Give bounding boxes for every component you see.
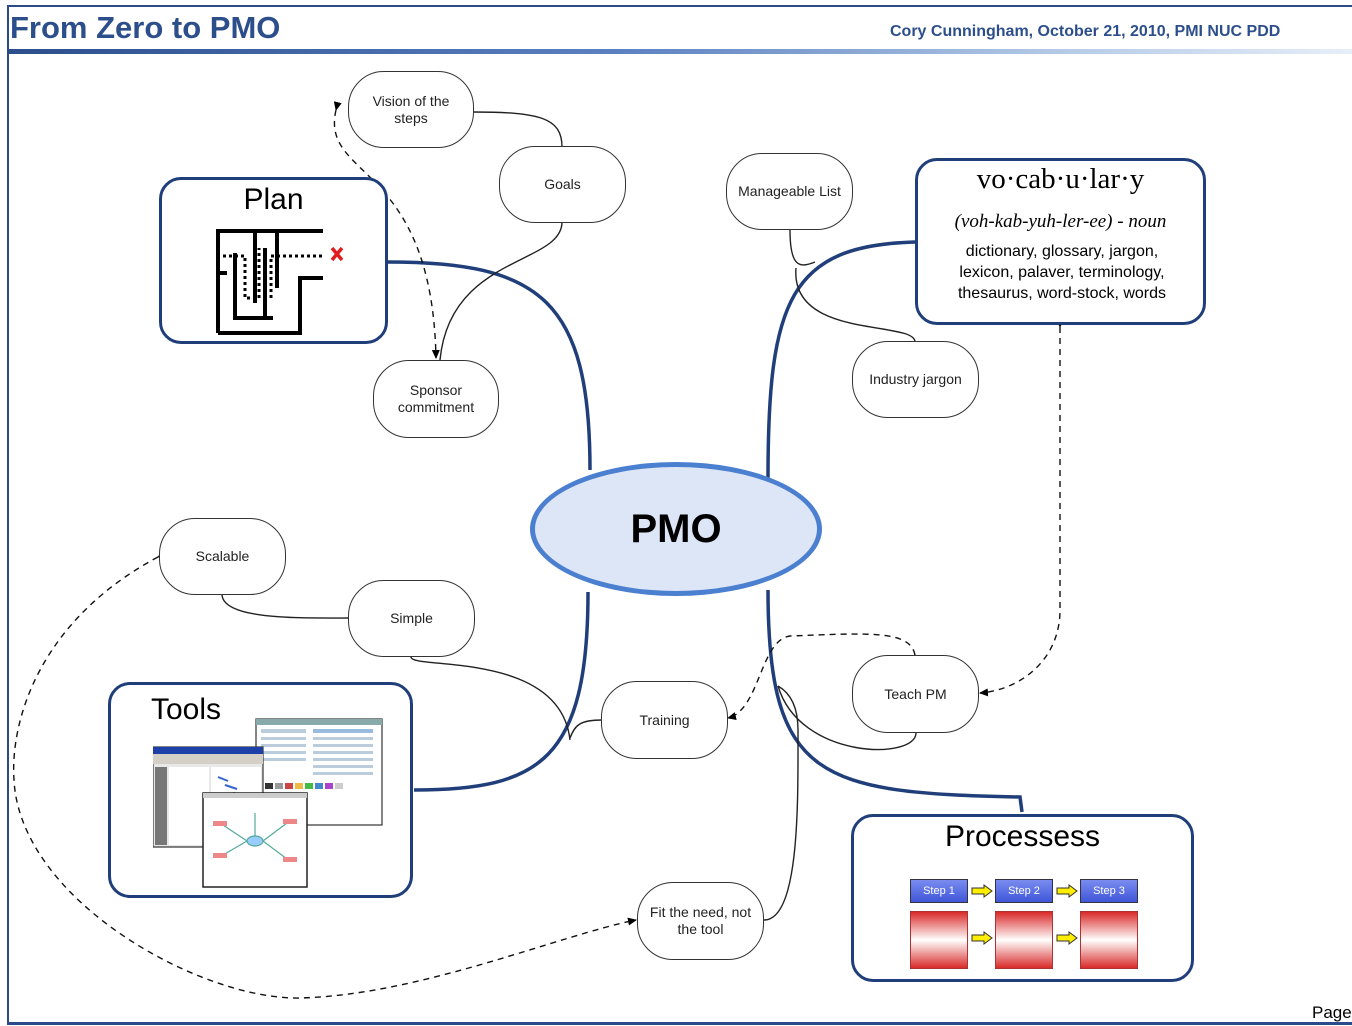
yellow-arrow-icon bbox=[971, 931, 993, 945]
process-block-3 bbox=[1080, 911, 1138, 969]
software-screenshots-icon bbox=[153, 718, 383, 888]
process-step-3: Step 3 bbox=[1080, 879, 1138, 903]
vocabulary-synonyms: dictionary, glossary, jargon, lexicon, p… bbox=[957, 243, 1167, 302]
node-sponsor-commitment: Sponsor commitment bbox=[373, 360, 499, 438]
link-industry-trunk bbox=[795, 267, 916, 343]
node-scalable: Scalable bbox=[159, 518, 286, 595]
plan-box: Plan bbox=[159, 177, 388, 344]
node-teach-pm: Teach PM bbox=[852, 655, 979, 733]
node-goals: Goals bbox=[499, 146, 626, 223]
tools-title: Tools bbox=[151, 693, 222, 726]
dashed-teach-training bbox=[727, 633, 921, 720]
process-block-1 bbox=[910, 911, 968, 969]
link-scalable-simple bbox=[221, 593, 351, 619]
vocabulary-pronunciation: (voh-kab-yuh-ler-ee) - noun bbox=[954, 211, 1167, 232]
processes-box: Processess Step 1 Step 2 Step 3 bbox=[851, 814, 1194, 982]
dashed-scalable-fit bbox=[12, 549, 637, 999]
link-simple-trunk bbox=[410, 656, 571, 741]
tools-box: Tools bbox=[108, 682, 413, 898]
plan-title: Plan bbox=[243, 183, 304, 216]
node-fit-the-need: Fit the need, not the tool bbox=[637, 882, 764, 960]
slide-byline: Cory Cunningham, October 21, 2010, PMI N… bbox=[890, 23, 1281, 40]
branch-vocabulary bbox=[766, 240, 917, 479]
dashed-vocab-teach bbox=[979, 319, 1064, 697]
process-step-2: Step 2 bbox=[995, 879, 1053, 903]
node-industry-jargon: Industry jargon bbox=[852, 341, 979, 418]
maze-icon bbox=[216, 229, 344, 335]
page-label: Page bbox=[1312, 1003, 1352, 1022]
link-manageable-trunk bbox=[789, 229, 816, 266]
link-goals-trunk bbox=[439, 221, 563, 361]
pmo-center-node: PMO bbox=[530, 462, 822, 596]
slide-frame bbox=[7, 5, 1352, 1023]
yellow-arrow-icon bbox=[1056, 884, 1078, 898]
node-training: Training bbox=[601, 681, 728, 759]
processes-title: Processess bbox=[944, 820, 1101, 853]
link-vision-goals bbox=[473, 111, 563, 148]
node-manageable-list: Manageable List bbox=[726, 153, 853, 230]
title-rule bbox=[9, 49, 1352, 54]
vocabulary-word: vo·cab·u·lar·y bbox=[976, 163, 1145, 195]
yellow-arrow-icon bbox=[971, 884, 993, 898]
branch-plan bbox=[387, 260, 592, 471]
process-block-2 bbox=[995, 911, 1053, 969]
node-vision-of-the-steps: Vision of the steps bbox=[348, 71, 474, 148]
bottom-rule bbox=[7, 1022, 1352, 1025]
process-step-1: Step 1 bbox=[910, 879, 968, 903]
link-training-trunk bbox=[569, 719, 603, 739]
yellow-arrow-icon bbox=[1056, 931, 1078, 945]
slide-title: From Zero to PMO bbox=[10, 10, 281, 45]
vocabulary-box: vo·cab·u·lar·y (voh-kab-yuh-ler-ee) - no… bbox=[915, 158, 1206, 325]
node-simple: Simple bbox=[348, 580, 475, 657]
red-x-icon bbox=[330, 246, 344, 262]
link-fit-trunk bbox=[763, 685, 799, 921]
